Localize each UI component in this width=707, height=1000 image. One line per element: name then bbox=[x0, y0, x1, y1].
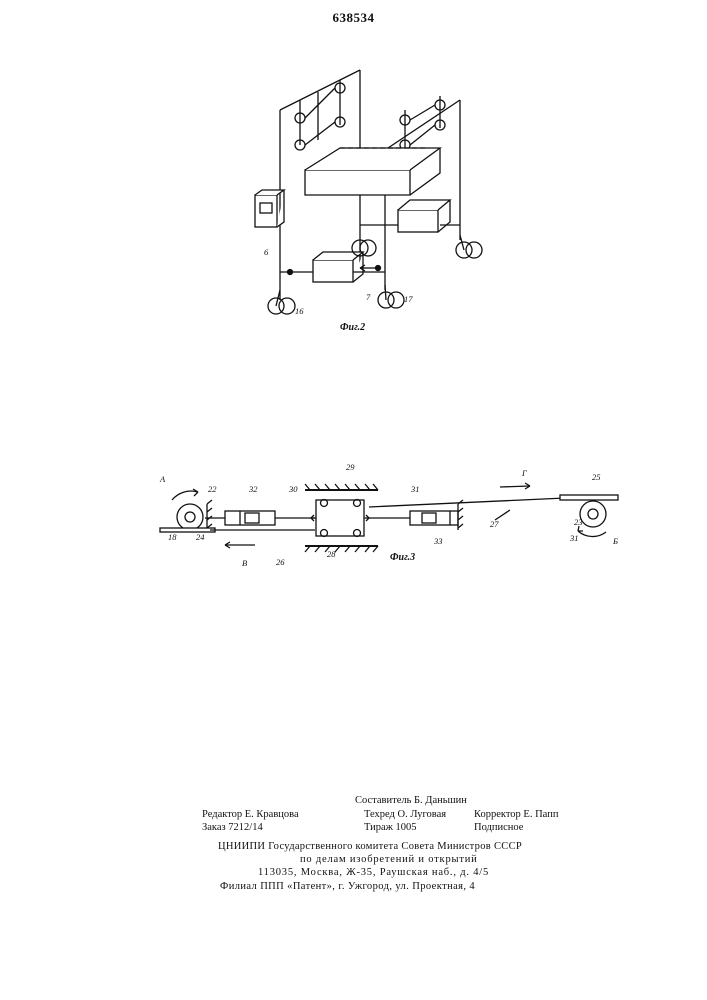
imprint-techred: Техред О. Луговая bbox=[364, 809, 446, 820]
label-18: 18 bbox=[168, 532, 177, 542]
imprint-compiler: Составитель Б. Даньшин bbox=[355, 795, 467, 806]
label-23: 23 bbox=[574, 517, 583, 527]
label-33: 33 bbox=[433, 536, 443, 546]
label-22: 22 bbox=[208, 484, 217, 494]
imprint-branch: Филиал ППП «Патент», г. Ужгород, ул. Про… bbox=[220, 881, 475, 892]
label-31b: 31 bbox=[569, 533, 579, 543]
label-24: 24 bbox=[196, 532, 205, 542]
label-27: 27 bbox=[490, 519, 499, 529]
figure-3-caption: Фиг.3 bbox=[390, 552, 415, 563]
label-31a: 31 bbox=[410, 484, 420, 494]
label-30: 30 bbox=[288, 484, 298, 494]
imprint-order: Заказ 7212/14 bbox=[202, 822, 263, 833]
imprint-org-line1: ЦНИИПИ Государственного комитета Совета … bbox=[218, 841, 522, 852]
label-29: 29 bbox=[346, 462, 355, 472]
label-v: В bbox=[242, 558, 247, 568]
imprint-org-line2: по делам изобретений и открытий bbox=[300, 854, 478, 865]
label-32: 32 bbox=[248, 484, 258, 494]
label-a: А bbox=[159, 474, 166, 484]
imprint-subscription: Подписное bbox=[474, 822, 523, 833]
imprint-address: 113035, Москва, Ж-35, Раушская наб., д. … bbox=[258, 867, 489, 878]
label-b: Б bbox=[612, 536, 618, 546]
imprint-circulation: Тираж 1005 bbox=[364, 822, 417, 833]
imprint-corrector: Корректор Е. Папп bbox=[474, 809, 558, 820]
label-g: Г bbox=[521, 468, 528, 478]
label-25: 25 bbox=[592, 472, 601, 482]
imprint-editor: Редактор Е. Кравцова bbox=[202, 809, 299, 820]
label-26: 26 bbox=[276, 557, 285, 567]
label-28: 28 bbox=[327, 549, 336, 559]
